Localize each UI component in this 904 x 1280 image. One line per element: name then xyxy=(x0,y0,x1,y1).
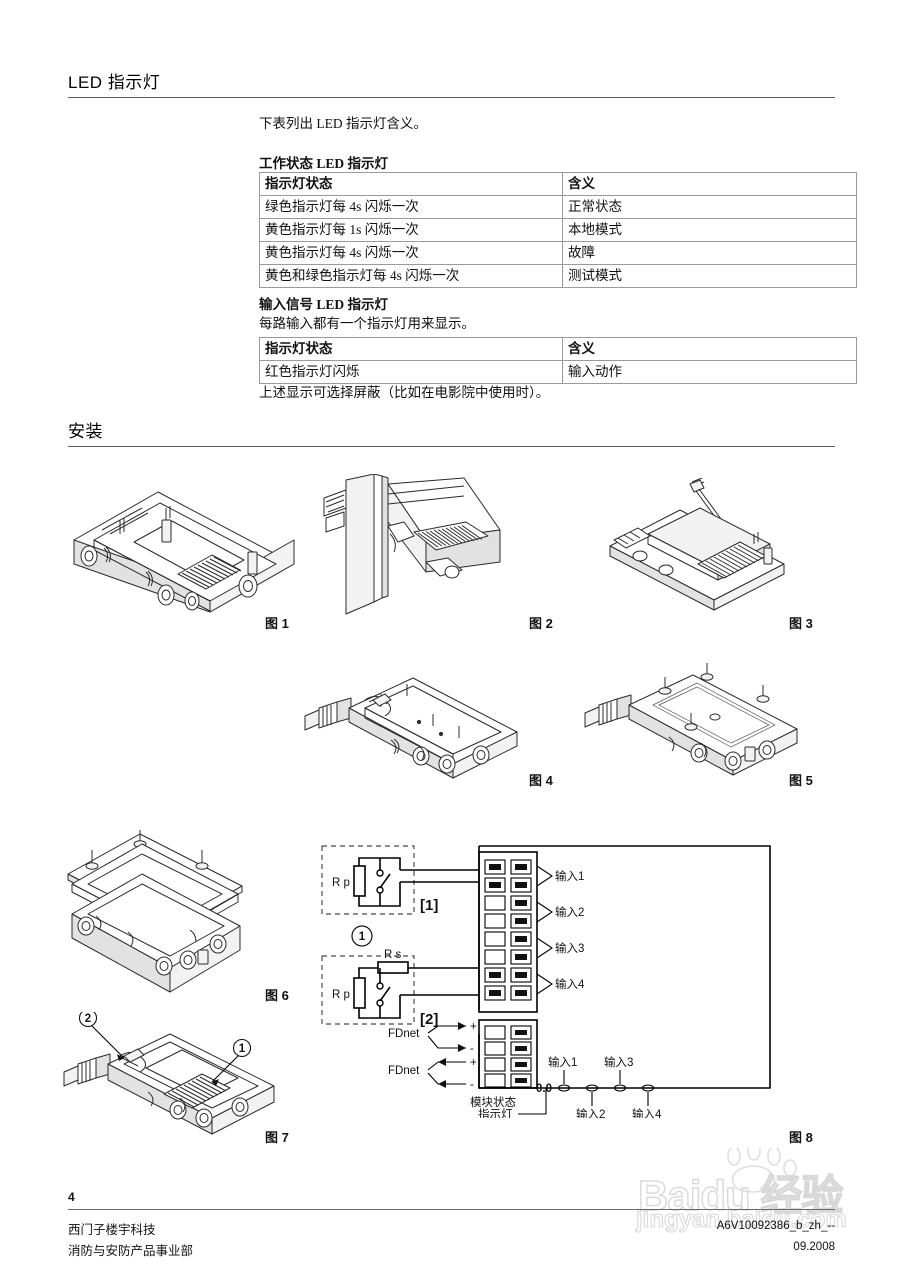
svg-text:[2]: [2] xyxy=(420,1011,438,1028)
footer-company-line-1: 西门子楼宇科技 xyxy=(68,1223,156,1237)
figure-6-illustration xyxy=(62,828,292,998)
section-rule-install xyxy=(68,446,835,447)
table2-header-meaning: 含义 xyxy=(562,337,857,361)
led-top-label-3: 输入3 xyxy=(604,1055,633,1069)
table2-header-state: 指示灯状态 xyxy=(259,337,563,361)
table-row: 红色指示灯闪烁 输入动作 xyxy=(259,360,857,384)
table-header-row: 指示灯状态 含义 xyxy=(259,172,857,196)
svg-text:-: - xyxy=(470,1079,474,1091)
svg-text:R p: R p xyxy=(332,989,350,1001)
svg-text:2: 2 xyxy=(85,1013,91,1025)
table2-subtitle: 每路输入都有一个指示灯用来显示。 xyxy=(259,316,475,331)
input-label-1: 输入1 xyxy=(555,869,584,883)
figure-5-caption: 图 5 xyxy=(789,773,813,788)
figure-4-illustration xyxy=(303,660,533,780)
section-heading-install-text: 安装 xyxy=(68,422,103,441)
figure-2-illustration xyxy=(322,474,522,622)
led-intro-text: 下表列出 LED 指示灯含义。 xyxy=(259,116,427,131)
figure-7-caption: 图 7 xyxy=(265,1130,289,1145)
module-status-label-line2: 指示灯 xyxy=(478,1107,513,1118)
led-bottom-label-4: 输入4 xyxy=(632,1107,662,1118)
circuit-block-2: R p R s [2] xyxy=(321,949,479,1028)
figure-3-caption: 图 3 xyxy=(789,616,813,631)
footer-document-id: A6V10092386_b_zh_-- xyxy=(716,1220,835,1232)
input-label-3: 输入3 xyxy=(555,941,584,955)
fdnet-label-2: FDnet xyxy=(388,1065,420,1077)
section-heading-led: LED 指示灯 xyxy=(68,68,160,93)
footer-date: 09.2008 xyxy=(793,1241,835,1253)
svg-text:[1]: [1] xyxy=(420,897,438,914)
svg-text:R p: R p xyxy=(332,877,350,889)
callout-1: 1 xyxy=(351,925,373,947)
led-bottom-label-2: 输入2 xyxy=(576,1107,605,1118)
section-heading-led-text: LED 指示灯 xyxy=(68,73,161,92)
fdnet-label-1: FDnet xyxy=(388,1028,420,1040)
section-heading-install: 安装 xyxy=(68,417,103,442)
figure-3-illustration xyxy=(594,478,794,613)
table1-caption: 工作状态 LED 指示灯 xyxy=(259,156,389,171)
table-row: 黄色和绿色指示灯每 4s 闪烁一次 测试模式 xyxy=(259,264,857,288)
input-label-2: 输入2 xyxy=(555,905,584,919)
table2-caption: 输入信号 LED 指示灯 xyxy=(259,297,389,312)
input-terminal-block: 输入1 输入2 输入3 输入4 xyxy=(478,851,585,1013)
figure-1-caption: 图 1 xyxy=(265,616,289,631)
page-number: 4 xyxy=(68,1190,75,1204)
figure-8-wiring-diagram: R p [1] 1 R p xyxy=(320,838,780,1118)
led-zero-label: 0.0 xyxy=(536,1083,552,1095)
module-status-label-line1: 模块状态 xyxy=(470,1095,516,1109)
figure-1-illustration xyxy=(62,478,312,618)
table2-r0-c0: 红色指示灯闪烁 xyxy=(259,360,563,384)
section-rule-led xyxy=(68,97,835,98)
svg-text:+: + xyxy=(470,1057,477,1069)
figure-5-illustration xyxy=(583,655,813,780)
table-row: 绿色指示灯每 4s 闪烁一次 正常状态 xyxy=(259,195,857,219)
figure-7-illustration: 2 1 xyxy=(62,1012,302,1137)
watermark-main-text: Baidu 经验 xyxy=(637,1171,844,1219)
table1-r1-c1: 本地模式 xyxy=(562,218,857,242)
table1-r3-c0: 黄色和绿色指示灯每 4s 闪烁一次 xyxy=(259,264,563,288)
table2-note: 上述显示可选择屏蔽（比如在电影院中使用时）。 xyxy=(259,385,550,400)
table-row: 黄色指示灯每 4s 闪烁一次 故障 xyxy=(259,241,857,265)
circuit-block-1: R p [1] xyxy=(321,845,479,915)
table-row: 黄色指示灯每 1s 闪烁一次 本地模式 xyxy=(259,218,857,242)
table1-r0-c0: 绿色指示灯每 4s 闪烁一次 xyxy=(259,195,563,219)
footer-company-line-2: 消防与安防产品事业部 xyxy=(68,1244,194,1258)
fdnet-terminal-block: FDnet + - FDnet + - xyxy=(388,1019,538,1091)
svg-text:1: 1 xyxy=(359,931,366,943)
table1-header-state: 指示灯状态 xyxy=(259,172,563,196)
table1-r1-c0: 黄色指示灯每 1s 闪烁一次 xyxy=(259,218,563,242)
figure-2-caption: 图 2 xyxy=(529,616,553,631)
table1-r2-c0: 黄色指示灯每 4s 闪烁一次 xyxy=(259,241,563,265)
table1-r3-c1: 测试模式 xyxy=(562,264,857,288)
led-top-label-1: 输入1 xyxy=(548,1055,577,1069)
table1-r2-c1: 故障 xyxy=(562,241,857,265)
svg-text:R s: R s xyxy=(384,949,402,961)
table-header-row: 指示灯状态 含义 xyxy=(259,337,857,361)
operating-status-led-table: 指示灯状态 含义 绿色指示灯每 4s 闪烁一次 正常状态 黄色指示灯每 1s 闪… xyxy=(259,172,857,288)
led-indicator-row: 0.0 输入1 输入3 输入2 输入4 模块状态 指示灯 xyxy=(470,1055,662,1118)
svg-text:1: 1 xyxy=(239,1043,246,1055)
table1-r0-c1: 正常状态 xyxy=(562,195,857,219)
table2-r0-c1: 输入动作 xyxy=(562,360,857,384)
input-label-4: 输入4 xyxy=(555,977,585,991)
svg-text:-: - xyxy=(470,1043,474,1055)
svg-text:+: + xyxy=(470,1021,477,1033)
figure-6-caption: 图 6 xyxy=(265,988,289,1003)
figure-8-caption: 图 8 xyxy=(789,1130,813,1145)
footer-rule xyxy=(68,1209,835,1210)
table1-header-meaning: 含义 xyxy=(562,172,857,196)
input-signal-led-table: 指示灯状态 含义 红色指示灯闪烁 输入动作 xyxy=(259,337,857,384)
figure-4-caption: 图 4 xyxy=(529,773,553,788)
